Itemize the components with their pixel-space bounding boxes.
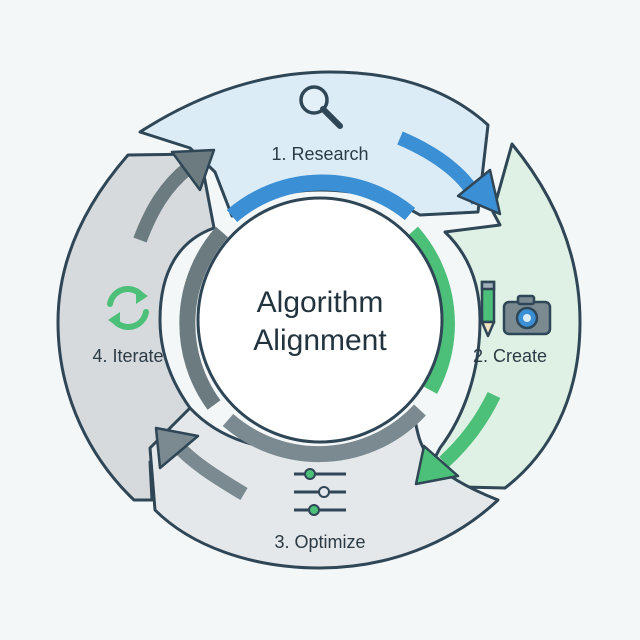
stage-label-iterate: 4. Iterate [92, 346, 163, 366]
refresh-icon [107, 286, 149, 330]
center-title-line2: Alignment [253, 324, 387, 357]
ring-arc-optimize [222, 404, 426, 463]
pencil-icon [480, 280, 496, 338]
magnifier-icon [299, 85, 343, 129]
arrow-research-to-create [397, 131, 502, 216]
ring-arc-create [405, 226, 455, 394]
sliders-icon [294, 468, 346, 516]
arrow-iterate-to-research [133, 148, 216, 243]
stage-label-research: 1. Research [271, 144, 368, 164]
center-title-line1: Algorithm [257, 286, 384, 319]
stage-label-optimize: 3. Optimize [274, 532, 365, 552]
arrow-optimize-to-iterate [154, 426, 248, 501]
stage-label-create: 2. Create [473, 346, 547, 366]
segment-create [418, 142, 582, 490]
center-circle [196, 196, 444, 444]
ring-arc-iterate [179, 226, 229, 410]
arrow-create-to-optimize [414, 391, 501, 486]
camera-icon [502, 294, 552, 336]
ring-arc-research [226, 174, 416, 223]
